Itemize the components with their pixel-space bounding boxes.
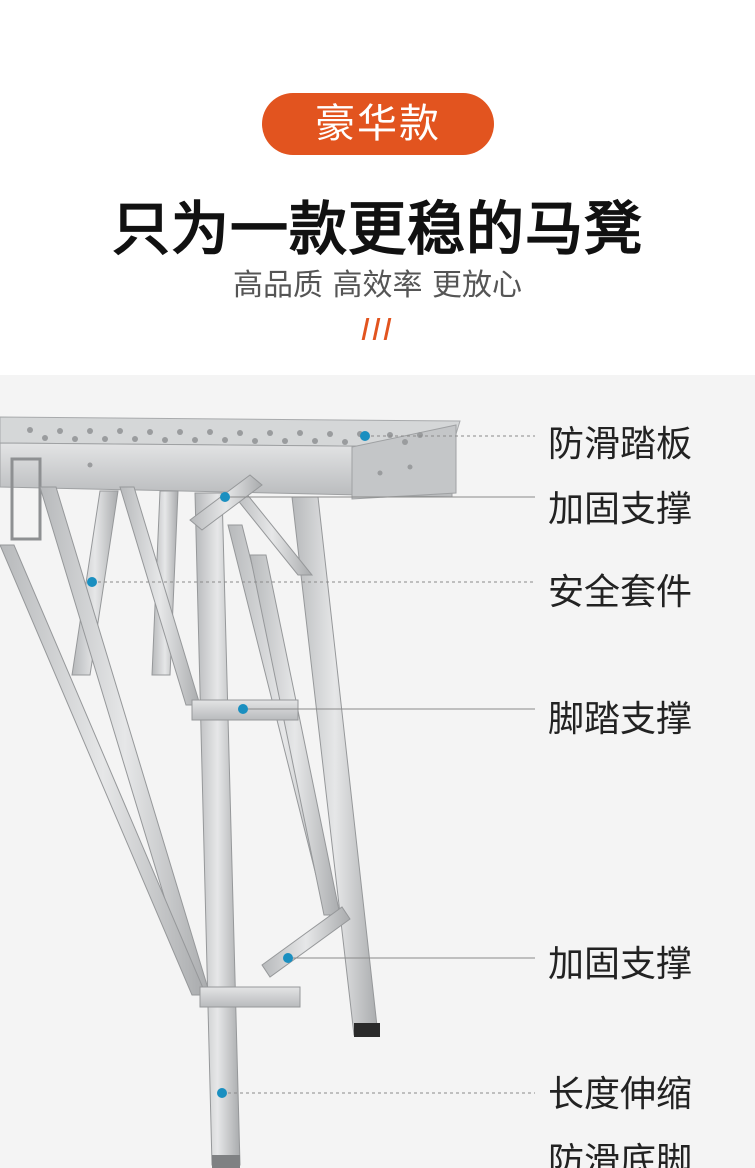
subline: 高品质 高效率 更放心 [232,268,523,303]
divider-mark [361,318,394,342]
scaffold-bench-illustration [0,416,535,1168]
callout-reinforced-support-bottom: 加固支撑 [548,944,693,985]
product-photo: 防滑踏板 加固支撑 安全套件 脚踏支撑 加固支撑 长度伸缩 防滑底脚 [0,375,755,1168]
callout-anti-slip-feet: 防滑底脚 [548,1141,693,1168]
callout-length-extension: 长度伸缩 [548,1074,693,1115]
callout-safety-kit: 安全套件 [548,572,693,613]
callout-reinforced-support-top: 加固支撑 [548,489,693,530]
deluxe-badge: 豪华款 [262,93,494,155]
headline: 只为一款更稳的马凳 [111,195,643,263]
callout-footrest-support: 脚踏支撑 [548,699,693,740]
callout-anti-slip-deck: 防滑踏板 [548,424,693,465]
header-section: 豪华款 只为一款更稳的马凳 高品质 高效率 更放心 [0,0,755,375]
